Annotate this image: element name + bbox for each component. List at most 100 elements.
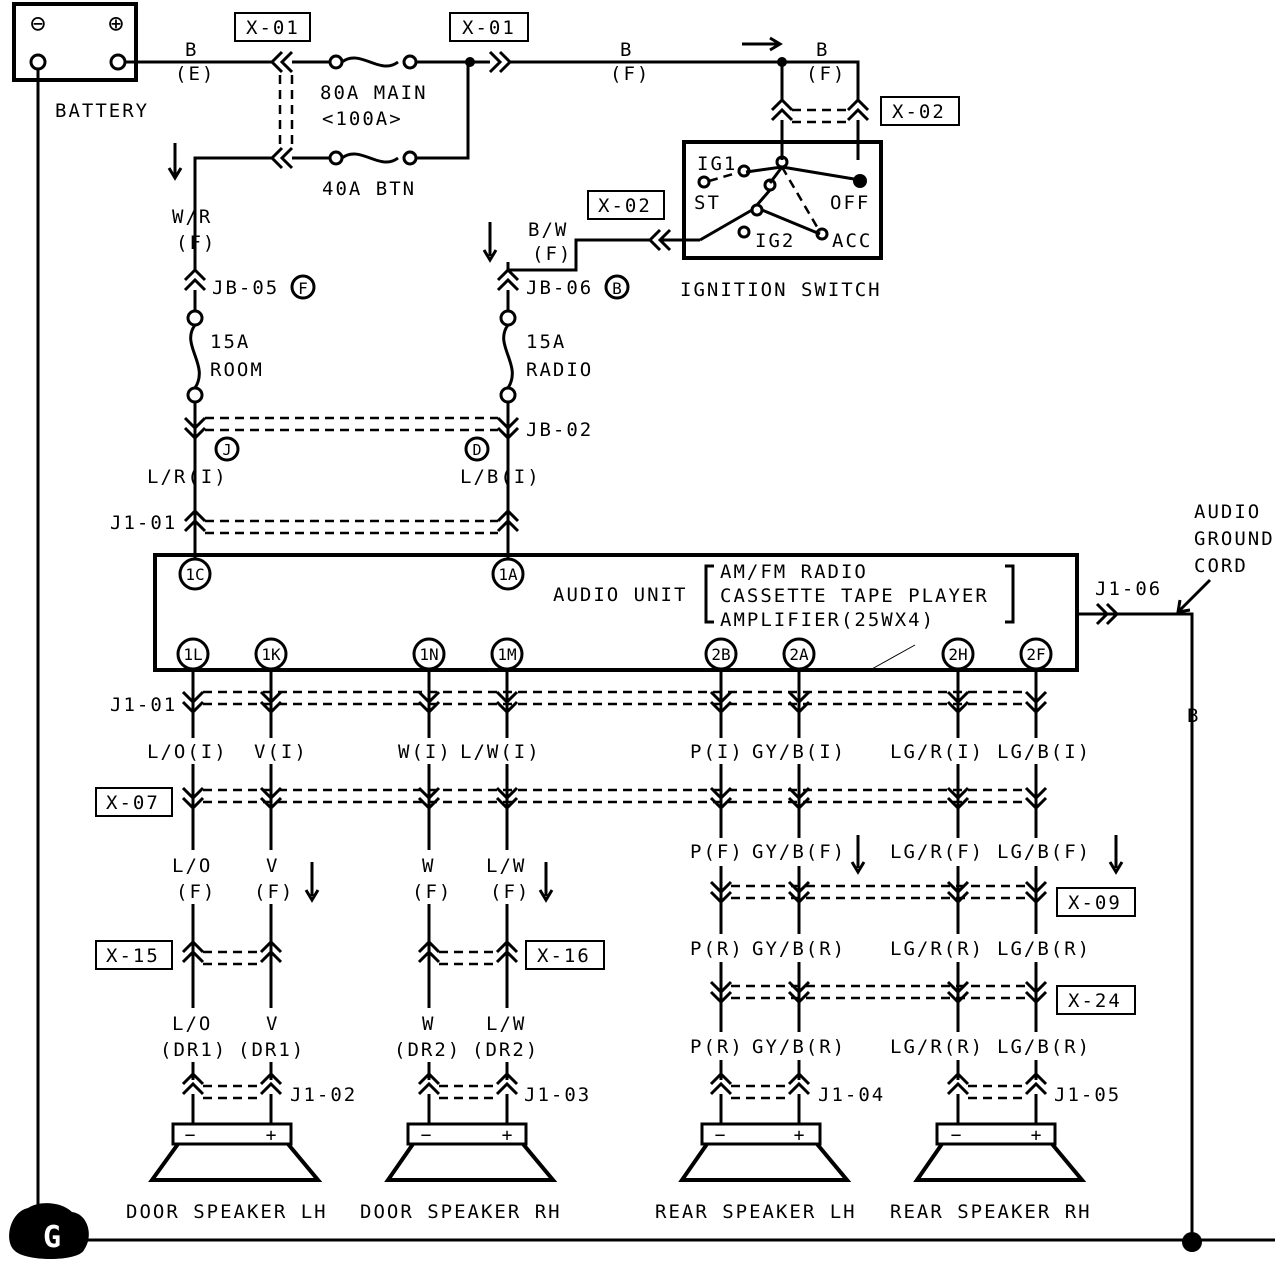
wire-label-p-i: P(I) — [690, 741, 744, 763]
acc-terminal — [815, 227, 829, 241]
j101-bottom-dashed-link — [203, 690, 1026, 706]
j103-chevrons-icon — [417, 1071, 519, 1096]
pin-1k-label: 1K — [261, 645, 281, 664]
connector-x16-label: X-16 — [537, 945, 591, 967]
x02-top-dashed-link — [792, 108, 848, 124]
wire-label-wr-f: (F) — [176, 232, 216, 254]
wire-label-gyb-r1: GY/B(R) — [752, 938, 846, 960]
wire-label-batt-e: (E) — [175, 63, 215, 85]
j106-chevron-icon — [1095, 602, 1120, 626]
door-speaker-rh: − + DOOR SPEAKER RH — [360, 1094, 562, 1223]
wire-label-v-i: V(I) — [254, 741, 308, 763]
connector-x02-left — [587, 190, 665, 220]
x24-dashed-link — [731, 984, 1026, 1000]
x01-left-dashed-link — [278, 75, 294, 145]
audio-unit-desc-1: AM/FM RADIO — [720, 561, 868, 583]
rear-speaker-lh-icon — [678, 1142, 852, 1182]
pin-1c — [178, 557, 212, 591]
wire-label-ign-b-f: (F) — [806, 63, 846, 85]
ig1-terminal — [737, 164, 751, 178]
label-mask-door-dr — [150, 1008, 550, 1062]
battery: ⊖ ⊕ BATTERY — [12, 2, 147, 122]
wire-w-r — [193, 156, 272, 270]
wire-label-lb-i: L/B(I) — [460, 466, 541, 488]
wire-label-wr: W/R — [172, 206, 212, 228]
x15-dashed-link — [203, 950, 261, 966]
connector-x07 — [95, 787, 173, 817]
radio-fuse-terminal-bottom — [499, 386, 517, 404]
jb02-right-circle-icon — [464, 436, 490, 462]
wire-label-gyb-i: GY/B(I) — [752, 741, 846, 763]
label-mask-rear-f — [680, 838, 1130, 866]
label-mask-i — [140, 738, 1140, 764]
wire-label-lo-dr1b: (DR1) — [160, 1039, 227, 1061]
ig2-out-arm — [699, 208, 753, 242]
j104-label: J1-04 — [818, 1084, 885, 1106]
audio-unit-desc-2: CASSETTE TAPE PLAYER — [720, 585, 989, 607]
audio-ground-wire — [1077, 612, 1194, 1240]
radio-fuse-icon — [502, 324, 514, 389]
room-fuse-icon — [189, 324, 201, 389]
ignition-switch-title: IGNITION SWITCH — [680, 279, 882, 301]
speaker-wires: J1-01 L/O(I) V(I) W(I) L/W(I) P(I) GY/B(… — [95, 669, 1140, 1106]
x01-left-lower-chevron-icon — [269, 146, 294, 170]
j102-chevrons-icon — [181, 1071, 283, 1096]
flow-arrow-down-icon — [1108, 835, 1124, 875]
wire-label-gyb-f: GY/B(F) — [752, 841, 846, 863]
jb02-left-circle-icon — [214, 436, 240, 462]
wire-label-b: B — [620, 39, 633, 61]
jb02-left-chevron-icon — [183, 416, 207, 441]
audio-unit-desc-3: AMPLIFIER(25WX4) — [720, 609, 935, 631]
wire-label-lo-dr1: L/O — [172, 1013, 212, 1035]
door-speaker-rh-leads — [427, 1094, 509, 1124]
wire-into-audio-unit — [193, 440, 510, 560]
rear-speaker-lh: − + REAR SPEAKER LH — [655, 1094, 857, 1223]
connector-x24-label: X-24 — [1068, 990, 1122, 1012]
room-fuse-column: JB-05 F 15A ROOM — [183, 250, 316, 441]
door-speaker-lh-leads — [191, 1094, 273, 1124]
flow-arrow-down-icon — [850, 835, 866, 875]
rear-speaker-wires — [719, 669, 1038, 1080]
flow-arrow-down-icon — [482, 222, 498, 263]
wire-label-w-dr2b: (DR2) — [394, 1039, 461, 1061]
j106-label: J1-06 — [1095, 578, 1162, 600]
ig2-label: IG2 — [755, 230, 795, 252]
wire-label-lgb-r1: LG/B(R) — [997, 938, 1091, 960]
pin-1m-label: 1M — [497, 645, 516, 664]
j101-top-label: J1-01 — [110, 512, 177, 534]
jb02-left-circle-letter: J — [222, 441, 231, 459]
connector-x16 — [525, 940, 605, 970]
door-speaker-rh-minus: − — [421, 1125, 432, 1146]
connector-x07-label: X-07 — [106, 792, 160, 814]
wire-label-w-f: W — [422, 855, 435, 877]
ignition-switch: IG1 ST OFF IG2 ACC — [682, 140, 883, 260]
pin-1l-label: 1L — [183, 645, 202, 664]
j101-bottom-label: J1-01 — [110, 694, 177, 716]
x16-dashed-link — [439, 950, 497, 966]
pin-1a-label: 1A — [498, 565, 518, 584]
jb06-circle-letter: B — [612, 279, 622, 298]
ignition-contact-arm — [781, 165, 861, 182]
door-speaker-rh-icon — [384, 1142, 558, 1182]
x02-top-chevron-right-icon — [846, 97, 870, 122]
j105-chevrons-icon — [946, 1071, 1048, 1096]
wire-b-w — [508, 238, 650, 272]
acc-label: ACC — [832, 230, 872, 252]
rear-speaker-rh-label: REAR SPEAKER RH — [890, 1201, 1092, 1223]
wire-label-lw-f2: (F) — [490, 881, 530, 903]
pin-1c-label: 1C — [185, 565, 204, 584]
door-speaker-rh-label: DOOR SPEAKER RH — [360, 1201, 562, 1223]
door-speaker-lh-terminal — [171, 1122, 293, 1146]
audio-ground-cord-2: GROUND — [1194, 528, 1275, 550]
connector-x09 — [1056, 887, 1136, 917]
radio-fuse-column: JB-06 B 15A RADIO — [496, 267, 630, 441]
x01-right-chevron-icon — [488, 50, 513, 74]
wire-ign-b-f — [782, 60, 860, 100]
wire-label-lgr-r1: LG/R(R) — [890, 938, 984, 960]
wire-label-v-dr1: V — [266, 1013, 279, 1035]
wire-label-lw-dr2b: (DR2) — [472, 1039, 539, 1061]
battery-box — [12, 2, 138, 82]
rear-speaker-lh-label: REAR SPEAKER LH — [655, 1201, 857, 1223]
st-terminal — [697, 175, 711, 189]
